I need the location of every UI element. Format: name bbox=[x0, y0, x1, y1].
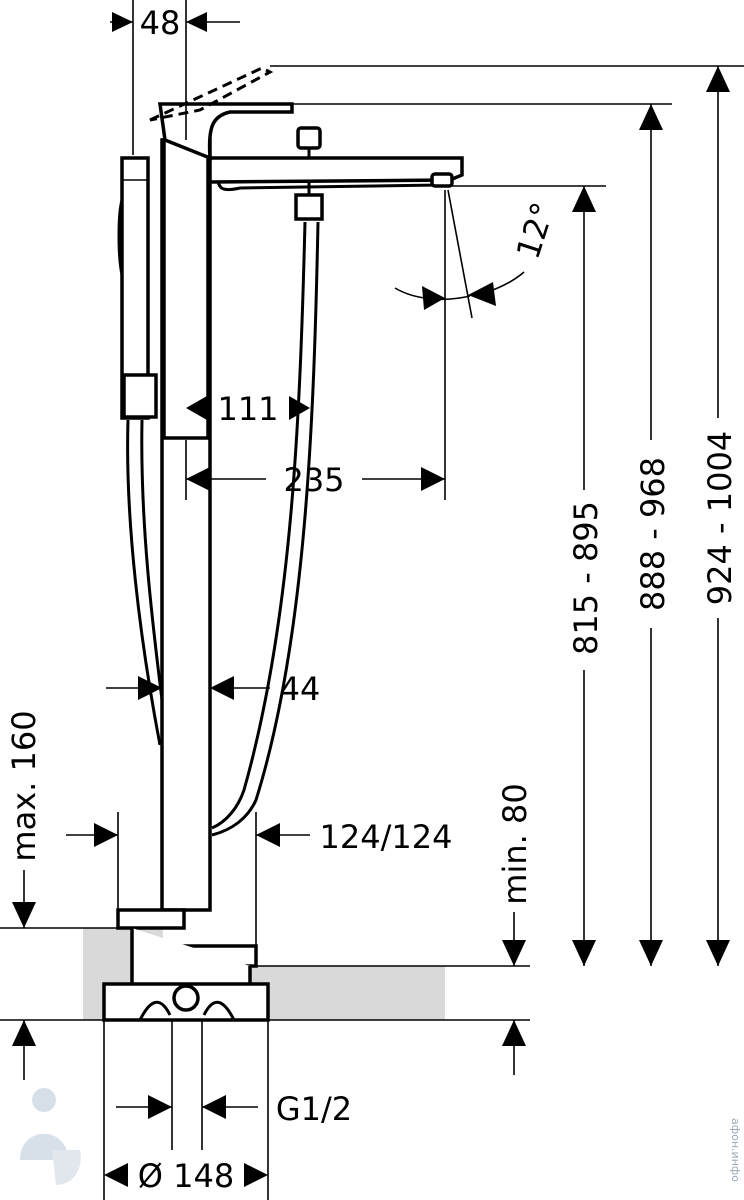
dim-spout-angle: 12° bbox=[509, 198, 563, 264]
diverter-knob bbox=[296, 126, 322, 150]
inlet-connector bbox=[172, 984, 200, 1012]
dim-min-depth: min. 80 bbox=[496, 783, 534, 904]
dim-height-a: 815 - 895 bbox=[567, 501, 605, 655]
dim-height-c: 924 - 1004 bbox=[701, 431, 739, 605]
watermark-logo bbox=[20, 1088, 81, 1185]
base-plate bbox=[116, 908, 186, 930]
watermark-text: афон.инфо bbox=[729, 1118, 742, 1182]
faucet-body bbox=[102, 66, 464, 1022]
dim-base-diameter: Ø 148 bbox=[138, 1157, 234, 1195]
dim-height-b: 888 - 968 bbox=[634, 457, 672, 611]
dim-max-height: max. 160 bbox=[5, 710, 43, 861]
dim-feed-spacing: 124/124 bbox=[320, 818, 453, 856]
lever bbox=[157, 102, 294, 161]
dim-spout-reach: 235 bbox=[283, 461, 344, 499]
dimension-labels: 48 111 235 12° 815 - 895 888 - 968 924 -… bbox=[5, 4, 739, 1195]
dimension-lines bbox=[12, 0, 744, 1200]
hose-connector bbox=[294, 193, 324, 221]
dim-thread: G1/2 bbox=[276, 1090, 352, 1128]
dim-top-width: 48 bbox=[140, 4, 181, 42]
spout bbox=[208, 156, 464, 184]
dim-spout-offset: 111 bbox=[217, 390, 278, 428]
dim-column-diameter: 44 bbox=[280, 670, 321, 708]
